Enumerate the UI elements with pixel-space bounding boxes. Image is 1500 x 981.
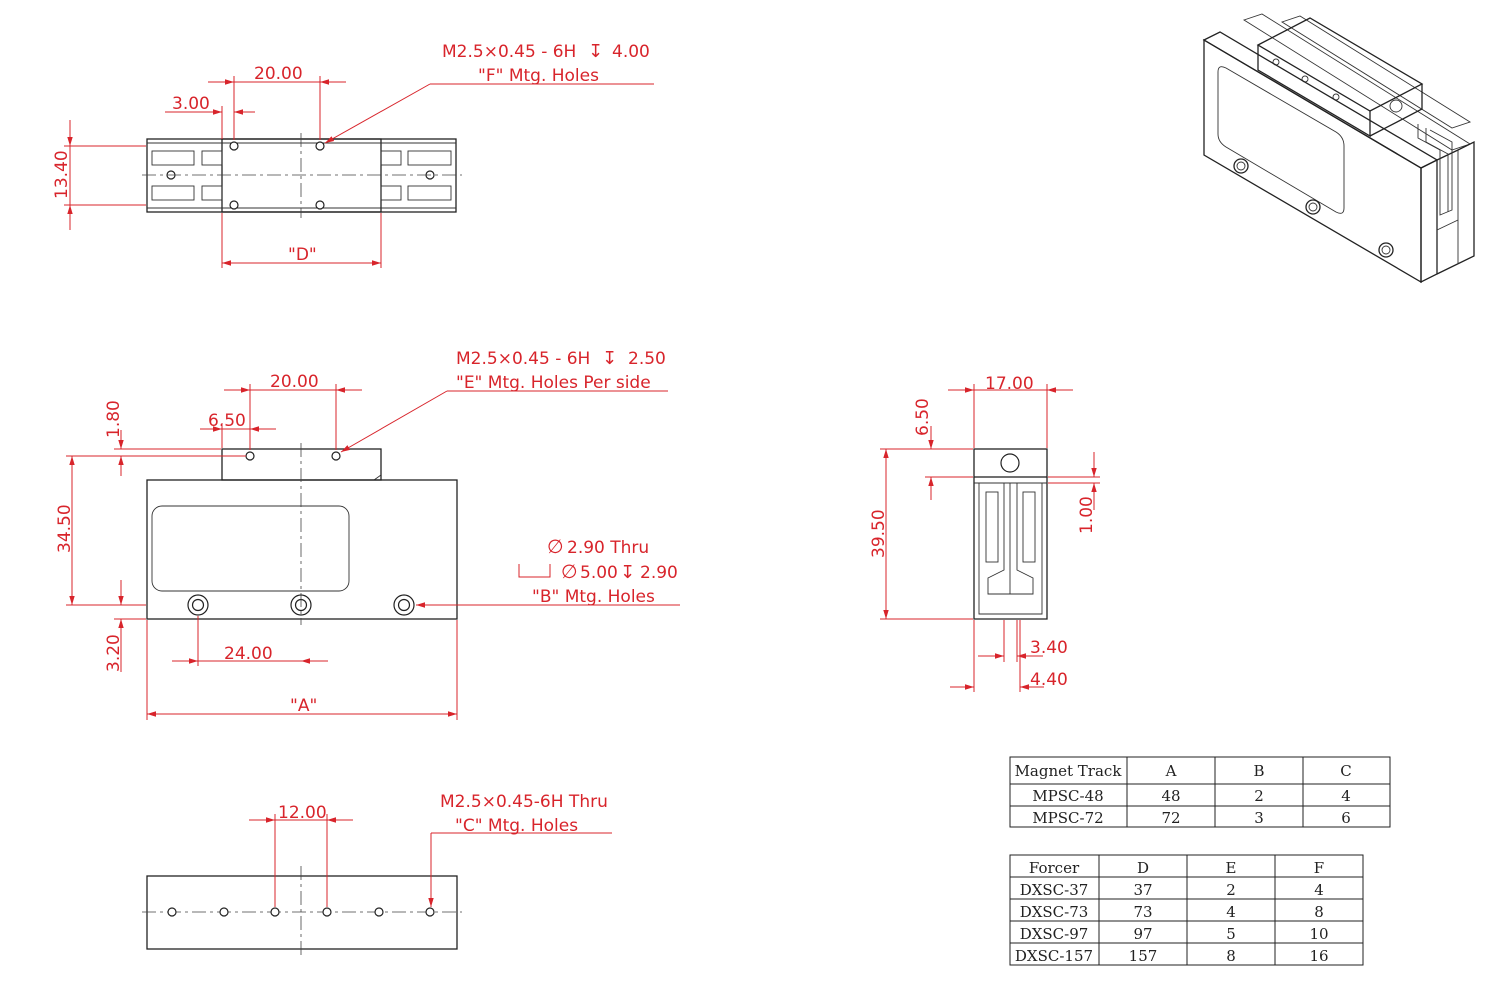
front-dim-length: "A" bbox=[290, 696, 317, 716]
forcer-row-1-e: 2 bbox=[1226, 881, 1236, 899]
magnet-track-table bbox=[1009, 756, 1391, 828]
magnet-row-1-c: 4 bbox=[1341, 787, 1351, 805]
front-callout-thread: M2.5×0.45 - 6H bbox=[456, 349, 590, 369]
hole-cbore-symbol: ∅ bbox=[561, 561, 578, 583]
magnet-header-a: A bbox=[1165, 762, 1177, 780]
forcer-row-1-f: 4 bbox=[1314, 881, 1324, 899]
forcer-row-3-d: 97 bbox=[1133, 925, 1152, 943]
forcer-row-1-d: 37 bbox=[1133, 881, 1152, 899]
magnet-row-1-name: MPSC-48 bbox=[1032, 787, 1103, 805]
front-callout-holes: "E" Mtg. Holes Per side bbox=[456, 373, 651, 393]
side-dim-slot: 3.40 bbox=[1030, 638, 1068, 658]
forcer-row-2-name: DXSC-73 bbox=[1020, 903, 1089, 921]
magnet-row-2-a: 72 bbox=[1161, 809, 1180, 827]
magnet-header-name: Magnet Track bbox=[1015, 762, 1123, 780]
forcer-row-3-e: 5 bbox=[1226, 925, 1236, 943]
side-dim-top: 6.50 bbox=[913, 398, 933, 436]
magnet-row-2-b: 3 bbox=[1254, 809, 1264, 827]
magnet-row-2-name: MPSC-72 bbox=[1032, 809, 1103, 827]
top-callout-holes: "F" Mtg. Holes bbox=[478, 66, 599, 86]
forcer-row-3-name: DXSC-97 bbox=[1020, 925, 1089, 943]
top-dim-offset: 3.00 bbox=[172, 94, 210, 114]
forcer-header-f: F bbox=[1314, 859, 1324, 877]
top-callout-thread: M2.5×0.45 - 6H bbox=[442, 42, 576, 62]
hole-thru: 2.90 Thru bbox=[567, 538, 649, 558]
hole-cbore-depth: 2.90 bbox=[640, 563, 678, 583]
front-view bbox=[66, 384, 680, 720]
forcer-row-4-e: 8 bbox=[1226, 947, 1236, 965]
forcer-row-4-d: 157 bbox=[1129, 947, 1158, 965]
forcer-row-4-f: 16 bbox=[1309, 947, 1328, 965]
forcer-row-2-d: 73 bbox=[1133, 903, 1152, 921]
forcer-row-4-name: DXSC-157 bbox=[1015, 947, 1093, 965]
front-callout-depth: 2.50 bbox=[628, 349, 666, 369]
bottom-dim-pitch: 12.00 bbox=[278, 803, 327, 823]
isometric-view bbox=[1202, 13, 1475, 284]
magnet-header-c: C bbox=[1340, 762, 1351, 780]
front-dim-height: 34.50 bbox=[55, 504, 75, 553]
top-dim-pitch: 20.00 bbox=[254, 64, 303, 84]
top-callout-depth: 4.00 bbox=[612, 42, 650, 62]
forcer-header-d: D bbox=[1137, 859, 1149, 877]
bottom-callout-holes: "C" Mtg. Holes bbox=[455, 816, 578, 836]
top-view bbox=[64, 76, 654, 268]
forcer-row-3-f: 10 bbox=[1309, 925, 1328, 943]
front-dim-step: 1.80 bbox=[104, 400, 124, 438]
hole-thru-symbol: ∅ bbox=[547, 536, 564, 558]
forcer-header-name: Forcer bbox=[1029, 859, 1080, 877]
side-dim-gap: 1.00 bbox=[1077, 496, 1097, 534]
bottom-callout-thread: M2.5×0.45-6H Thru bbox=[440, 792, 608, 812]
side-dim-height: 39.50 bbox=[869, 509, 889, 558]
hole-cbore-depth-symbol: ↧ bbox=[620, 562, 635, 583]
magnet-row-1-b: 2 bbox=[1254, 787, 1264, 805]
hole-cbore: 5.00 bbox=[580, 563, 618, 583]
side-view bbox=[880, 384, 1100, 692]
forcer-row-1-name: DXSC-37 bbox=[1020, 881, 1089, 899]
forcer-table bbox=[1009, 854, 1364, 966]
forcer-header-e: E bbox=[1226, 859, 1237, 877]
magnet-row-1-a: 48 bbox=[1161, 787, 1180, 805]
forcer-row-2-e: 4 bbox=[1226, 903, 1236, 921]
forcer-row-2-f: 8 bbox=[1314, 903, 1324, 921]
side-dim-wall: 4.40 bbox=[1030, 670, 1068, 690]
hole-label: "B" Mtg. Holes bbox=[532, 587, 655, 607]
top-dim-length: "D" bbox=[288, 245, 317, 265]
front-dim-bottom: 3.20 bbox=[104, 634, 124, 672]
bottom-view bbox=[142, 814, 612, 958]
front-dim-pitch: 20.00 bbox=[270, 372, 319, 392]
magnet-row-2-c: 6 bbox=[1341, 809, 1351, 827]
top-callout-depth-symbol: ↧ bbox=[588, 41, 603, 62]
top-dim-height: 13.40 bbox=[52, 150, 72, 199]
front-dim-hole-pitch: 24.00 bbox=[224, 644, 273, 664]
front-dim-offset: 6.50 bbox=[208, 411, 246, 431]
front-callout-depth-symbol: ↧ bbox=[602, 348, 617, 369]
magnet-header-b: B bbox=[1253, 762, 1264, 780]
side-dim-width: 17.00 bbox=[985, 374, 1034, 394]
